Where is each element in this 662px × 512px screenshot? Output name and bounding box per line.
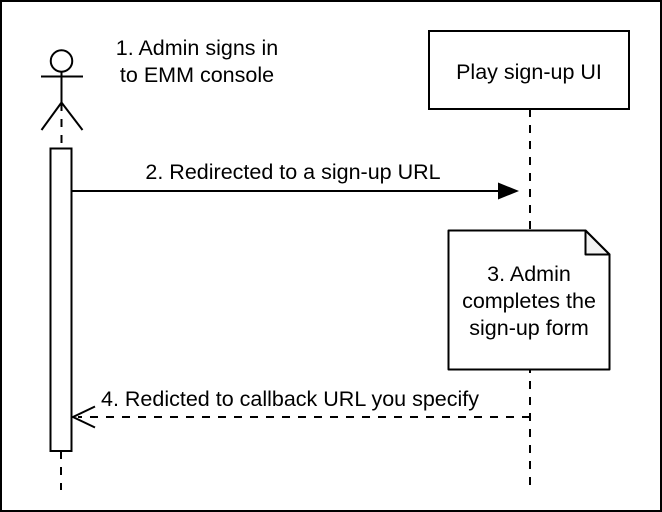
note-body: [447, 229, 611, 371]
activation-bar-admin: [49, 147, 73, 452]
message-4-label: 4. Redicted to callback URL you specify: [101, 387, 479, 411]
message-2-label: 2. Redirected to a sign-up URL: [145, 160, 440, 184]
message-4-open-arrowhead: [70, 405, 96, 429]
note-step-3: 3. Admin completes the sign-up form: [447, 229, 611, 371]
actor-leg-right: [60, 101, 84, 131]
actor-leg-left: [40, 101, 63, 131]
message-1-label-line-1: 1. Admin signs in: [116, 36, 279, 60]
note-fold-corner: [584, 229, 611, 256]
message-2-arrowhead: [498, 182, 519, 200]
note-label-line-1: 3. Admin: [487, 262, 571, 286]
note-label-line-3: sign-up form: [469, 316, 589, 340]
actor-admin: [40, 49, 84, 131]
actor-head: [49, 49, 74, 73]
message-1-label-line-2: to EMM console: [120, 63, 274, 87]
participant-label-play-sign-up-ui: Play sign-up UI: [456, 60, 602, 84]
note-label-line-2: completes the: [462, 289, 596, 313]
